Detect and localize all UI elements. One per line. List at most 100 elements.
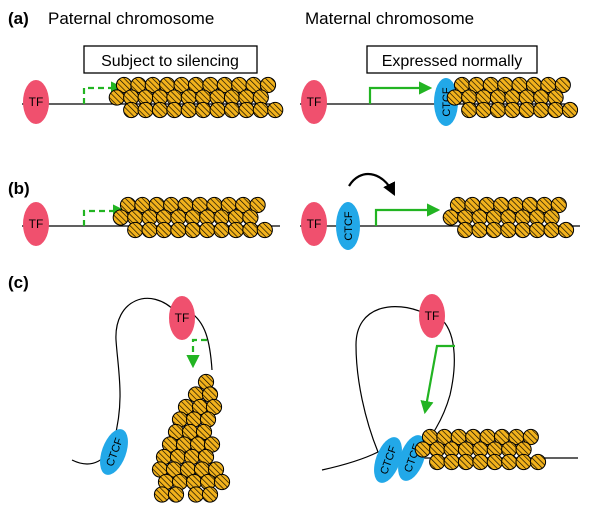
nucleosome: [550, 196, 567, 214]
tf-label: TF: [29, 95, 44, 109]
nucleosome: [166, 101, 183, 119]
panel-a-paternal: TF: [22, 76, 284, 124]
nucleosome: [249, 196, 266, 214]
tf-label: TF: [307, 95, 322, 109]
nucleosome: [504, 101, 521, 119]
nucleosome: [443, 453, 460, 471]
nucleosome: [543, 221, 560, 239]
block-arrow: [348, 172, 395, 196]
promoter-arrow-dashed: [82, 81, 125, 104]
nucleosome: [252, 101, 269, 119]
nucleosome: [238, 101, 255, 119]
nucleosome: [518, 101, 535, 119]
nucleosome: [500, 221, 517, 239]
panel-letter-c: (c): [8, 273, 29, 292]
nucleosome: [180, 101, 197, 119]
nucleosome: [242, 221, 259, 239]
nucleosome: [199, 221, 216, 239]
nucleosome-array: [414, 428, 547, 471]
nucleosome: [457, 453, 475, 471]
nucleosome: [256, 221, 273, 239]
header-paternal: Paternal chromosome: [48, 9, 214, 28]
nucleosome: [414, 441, 431, 458]
panel-letter-a: (a): [8, 9, 29, 28]
nucleosome: [522, 428, 539, 446]
box-expressed-normally-text: Expressed normally: [382, 53, 523, 70]
tf-oval: [301, 202, 327, 246]
nucleosome: [514, 221, 531, 239]
nucleosome-array: [108, 76, 284, 119]
ctcf-oval: [374, 437, 402, 483]
nucleosome: [472, 453, 489, 471]
nucleosome-array: [442, 196, 575, 239]
nucleosome-array: [112, 196, 273, 239]
nucleosome: [515, 453, 532, 471]
nucleosome: [223, 101, 241, 119]
nucleosome: [259, 76, 277, 94]
nucleosome: [267, 101, 284, 119]
nucleosome: [108, 89, 125, 106]
nucleosome-array: [446, 76, 579, 119]
nucleosome: [557, 221, 575, 239]
nucleosome: [501, 453, 518, 471]
tf-label: TF: [29, 217, 44, 231]
panel-a-maternal: TF CTCF: [300, 76, 579, 126]
tf-oval: [169, 296, 195, 340]
nucleosome: [554, 76, 571, 94]
tf-label: TF: [425, 309, 440, 323]
promoter-arrow-solid: [420, 344, 455, 415]
nucleosome: [475, 101, 492, 119]
nucleosome: [151, 101, 169, 119]
panel-letter-b: (b): [8, 179, 30, 198]
nucleosome: [137, 101, 154, 119]
nucleosome: [213, 221, 230, 239]
tf-label: TF: [307, 217, 322, 231]
panel-c-maternal: TF CTCF CTCF: [321, 294, 578, 483]
nucleosome: [153, 486, 171, 503]
nucleosome: [533, 101, 550, 119]
box-subject-to-silencing: Subject to silencing: [83, 45, 258, 74]
promoter-arrow-solid: [368, 81, 433, 104]
ctcf-label: CTCF: [343, 211, 355, 241]
promoter-arrow-dashed: [82, 204, 127, 226]
tf-oval: [301, 80, 327, 124]
nucleosome: [184, 221, 201, 239]
header-maternal: Maternal chromosome: [305, 9, 474, 28]
nucleosome: [429, 453, 446, 471]
tf-oval: [419, 294, 445, 338]
tf-oval: [23, 202, 49, 246]
nucleosome: [213, 473, 231, 491]
nucleosome: [187, 486, 205, 503]
promoter-arrow-solid: [374, 203, 441, 226]
nucleosome: [561, 101, 579, 119]
nucleosome: [442, 209, 459, 226]
nucleosome: [141, 221, 158, 239]
nucleosome: [195, 101, 212, 119]
dna-loop: [321, 306, 425, 471]
nucleosome: [155, 221, 173, 239]
nucleosome: [457, 221, 474, 239]
nucleosome: [471, 221, 488, 239]
nucleosome: [227, 221, 245, 239]
promoter-arrow-dashed: [186, 338, 207, 369]
panel-b-maternal: TF CTCF: [300, 172, 580, 250]
ctcf-oval: [100, 429, 128, 475]
nucleosome: [461, 101, 478, 119]
tf-label: TF: [175, 311, 190, 325]
nucleosome-array: [151, 373, 231, 503]
nucleosome: [486, 453, 503, 471]
box-subject-to-silencing-text: Subject to silencing: [101, 53, 239, 70]
nucleosome: [547, 101, 564, 119]
panel-b-paternal: TF: [22, 196, 280, 246]
panel-c-paternal: TF CTCF: [71, 296, 231, 503]
nucleosome: [529, 221, 546, 239]
nucleosome: [201, 486, 219, 503]
nucleosome: [209, 101, 226, 119]
nucleosome: [112, 209, 129, 226]
tf-oval: [23, 80, 49, 124]
nucleosome: [123, 101, 140, 119]
nucleosome: [446, 89, 463, 106]
nucleosome: [167, 486, 185, 503]
box-expressed-normally: Expressed normally: [366, 45, 538, 74]
